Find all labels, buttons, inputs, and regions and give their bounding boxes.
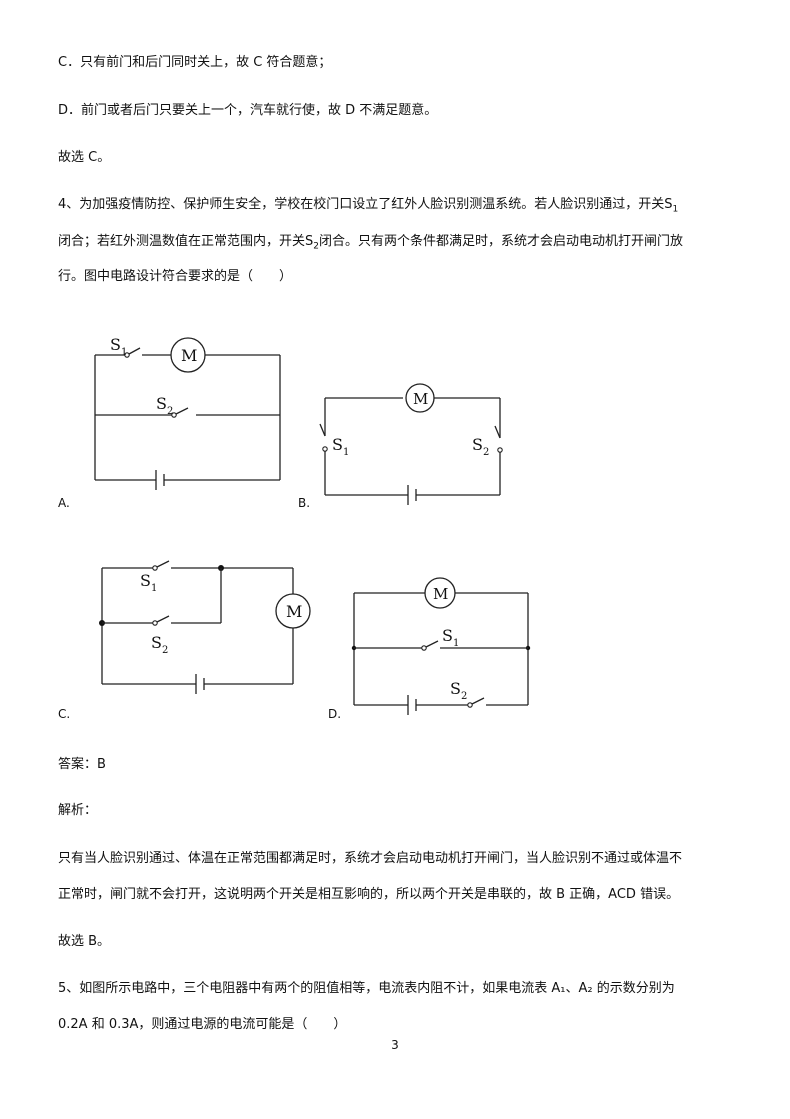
motor-label: M: [286, 602, 302, 621]
selection: 故选 B。: [58, 934, 111, 949]
option-c-label: C.: [58, 707, 71, 721]
explanation-line2: 正常时，闸门就不会打开，这说明两个开关是相互影响的，所以两个开关是串联的，故 B…: [58, 887, 680, 902]
option-a-label: A.: [58, 496, 70, 510]
circuit-b: M S1 S2: [319, 383, 503, 505]
explanation-line1: 只有当人脸识别通过、体温在正常范围都满足时，系统才会启动电动机打开闸门，当人脸识…: [58, 851, 683, 866]
switch-s2-label: S2: [472, 435, 489, 458]
answer: 答案：B: [58, 757, 106, 772]
switch-s1-label: S1: [442, 626, 459, 649]
q4-line2: 闭合；若红外测温数值在正常范围内，开关S2闭合。只有两个条件都满足时，系统才会启…: [58, 234, 684, 252]
analysis-heading: 解析：: [58, 803, 98, 818]
motor-label: M: [433, 585, 448, 603]
option-d-label: D.: [328, 707, 342, 721]
circuit-a: M S1 S2: [94, 335, 281, 490]
option-c-prev: C．只有前门和后门同时关上，故 C 符合题意；: [58, 55, 332, 70]
circuit-c: S1 S2 M: [99, 560, 311, 694]
switch-s1-label: S1: [110, 335, 127, 358]
switch-s1-label: S1: [140, 571, 157, 594]
motor-label: M: [413, 390, 428, 408]
page-number: 3: [391, 1038, 399, 1052]
switch-s2-label: S2: [450, 679, 467, 702]
option-b-label: B.: [298, 496, 311, 510]
q5-line2: 0.2A 和 0.3A，则通过电源的电流可能是（ ）: [58, 1017, 347, 1032]
q4-line3: 行。图中电路设计符合要求的是（ ）: [58, 269, 293, 284]
circuit-d: M S1 S2: [351, 577, 531, 715]
q4-line1: 4、为加强疫情防控、保护师生安全，学校在校门口设立了红外人脸识别测温系统。若人脸…: [58, 197, 679, 215]
motor-label: M: [181, 346, 197, 365]
option-d-prev: D．前门或者后门只要关上一个，汽车就行使，故 D 不满足题意。: [58, 103, 438, 118]
q5-line1: 5、如图所示电路中，三个电阻器中有两个的阻值相等，电流表内阻不计，如果电流表 A…: [58, 981, 675, 996]
switch-s1-label: S1: [332, 435, 349, 458]
prev-selection: 故选 C。: [58, 150, 111, 165]
switch-s2-label: S2: [151, 633, 168, 656]
switch-s2-label: S2: [156, 394, 173, 417]
